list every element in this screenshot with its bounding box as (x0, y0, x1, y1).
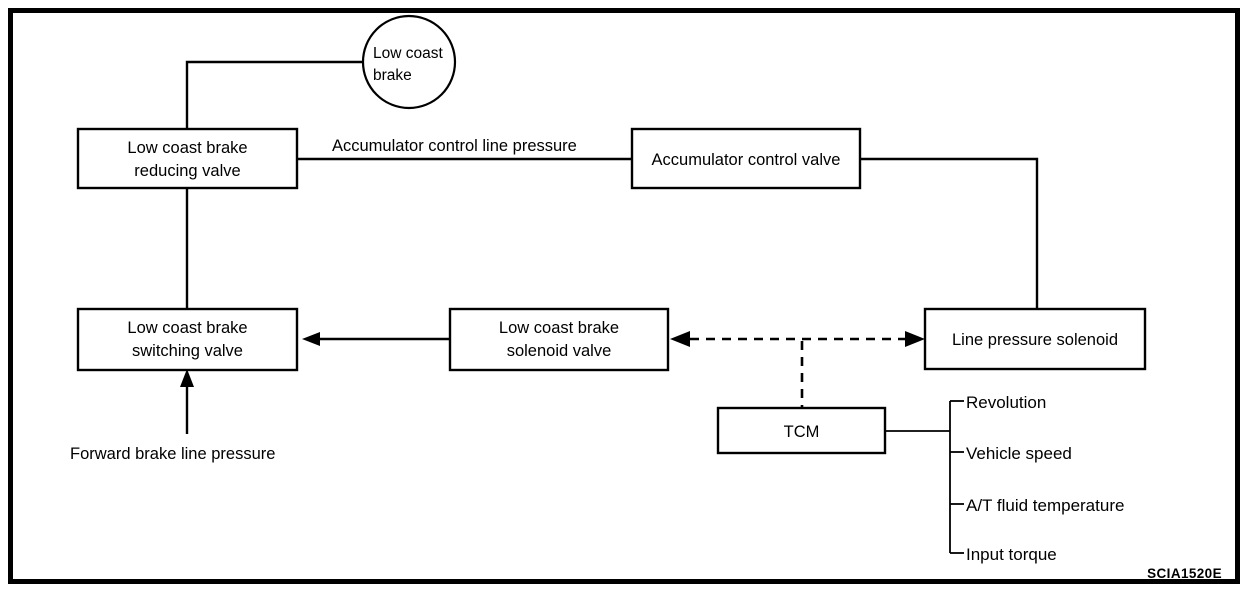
node-accumulator-control-valve[interactable] (630, 127, 862, 190)
figure-border (8, 8, 1240, 584)
tcm-input-label-at-fluid-temperature: A/T fluid temperature (966, 496, 1124, 515)
node-reducing-valve-label-line2: reducing valve (134, 162, 240, 180)
node-accumulator-control-valve-label: Accumulator control valve (652, 151, 841, 169)
tcm-input-label-input-torque: Input torque (966, 545, 1057, 564)
arrowhead-up-to-switching-valve (180, 369, 194, 387)
node-switching-valve[interactable] (76, 307, 299, 372)
node-tcm[interactable] (716, 406, 887, 455)
node-low-coast-brake-label-line1: Low coast (373, 45, 443, 62)
connector-accumulator-control-valve-to-line-pressure-solenoid (860, 157, 1039, 309)
node-tcm-label: TCM (784, 423, 820, 441)
arrowhead-dashed-right (905, 331, 925, 347)
arrowhead-left-to-switching-valve (302, 332, 320, 346)
node-reducing-valve[interactable] (76, 127, 299, 190)
figure-id-code: SCIA1520E (1147, 566, 1222, 581)
node-reducing-valve-label-line1: Low coast brake (127, 139, 247, 157)
node-low-coast-brake[interactable] (361, 14, 457, 110)
tcm-input-label-revolution: Revolution (966, 393, 1046, 412)
node-line-pressure-solenoid-label: Line pressure solenoid (952, 331, 1118, 349)
node-line-pressure-solenoid[interactable] (923, 307, 1147, 371)
node-solenoid-valve-label-line1: Low coast brake (499, 319, 619, 337)
node-solenoid-valve[interactable] (448, 307, 670, 372)
arrowhead-dashed-left (670, 331, 690, 347)
connector-low-coast-brake-to-reducing-valve (185, 60, 363, 129)
node-low-coast-brake-label-line2: brake (373, 67, 412, 84)
node-solenoid-valve-label-line2: solenoid valve (507, 342, 612, 360)
tcm-input-label-vehicle-speed: Vehicle speed (966, 444, 1072, 463)
edge-label-accumulator-control-line-pressure: Accumulator control line pressure (332, 137, 577, 155)
edge-label-forward-brake-line-pressure: Forward brake line pressure (70, 445, 275, 463)
node-switching-valve-label-line1: Low coast brake (127, 319, 247, 337)
node-switching-valve-label-line2: switching valve (132, 342, 243, 360)
